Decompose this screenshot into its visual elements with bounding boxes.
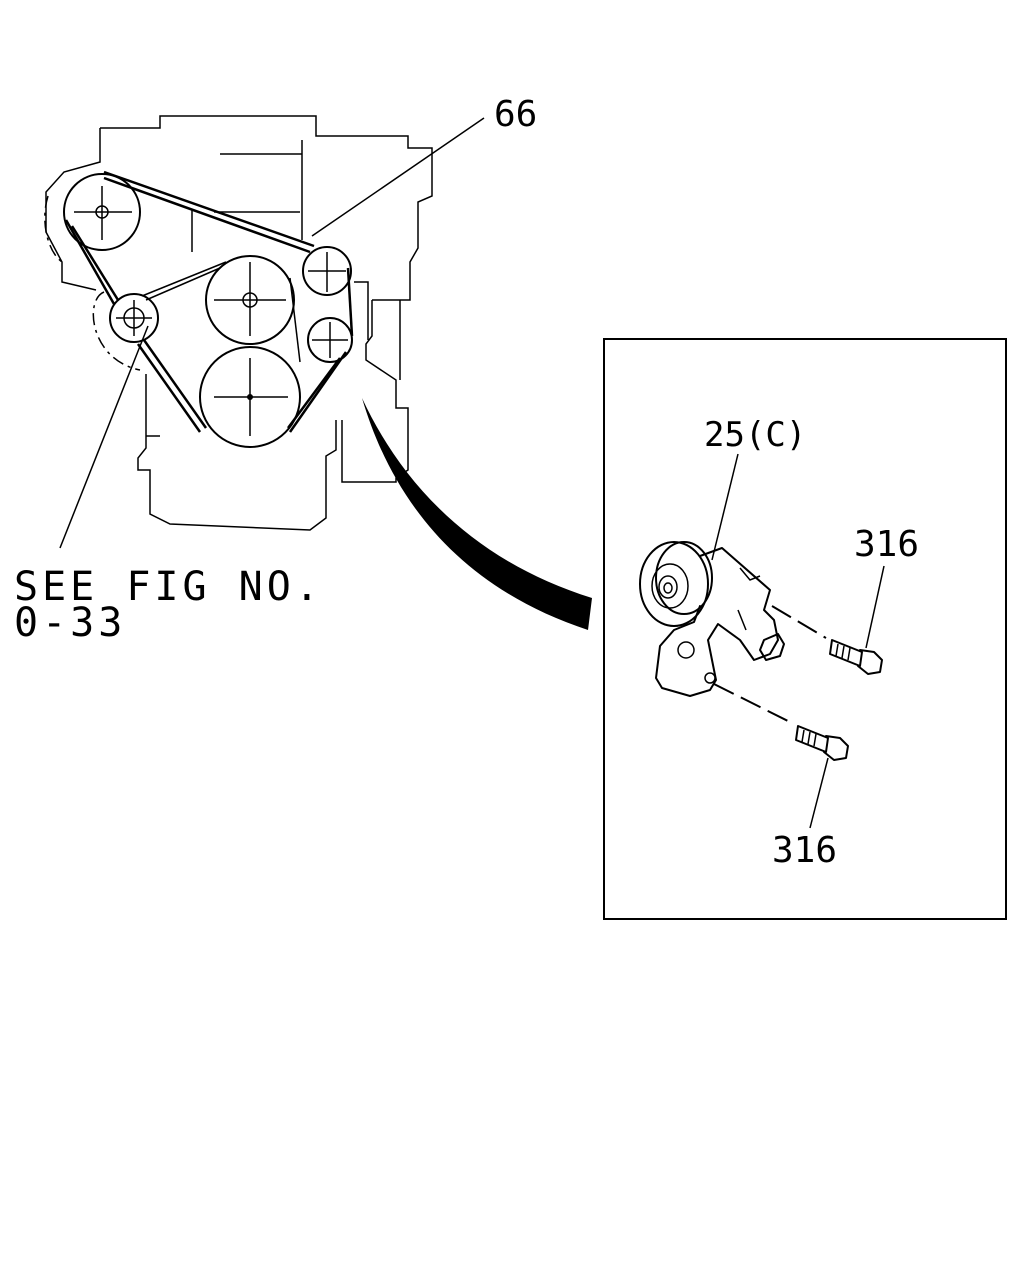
label-see-fig-line2: 0-33 <box>14 600 126 646</box>
pulley-center <box>205 255 295 345</box>
leader-see-fig <box>59 325 149 549</box>
label-bolt-lower: 316 <box>772 830 837 871</box>
pulley-lower-right <box>307 317 353 363</box>
leader-tensioner <box>711 453 739 561</box>
pulley-crank <box>199 346 301 448</box>
detail-frame <box>603 338 1007 920</box>
tensioner-assembly <box>639 541 785 697</box>
label-tensioner: 25(C) <box>704 415 806 455</box>
alignment-line-upper <box>771 605 827 639</box>
label-see-fig-line1: SEE FIG NO. <box>14 564 323 610</box>
pulley-top-left <box>63 173 141 251</box>
drive-belt <box>64 170 354 433</box>
bolt-upper <box>829 639 883 675</box>
pulley-upper-right <box>302 246 352 296</box>
label-bolt-upper: 316 <box>854 524 919 565</box>
alignment-line-lower <box>713 683 795 725</box>
bolt-lower <box>795 725 849 761</box>
leader-belt <box>311 117 485 237</box>
leader-bolt-lower <box>809 757 829 829</box>
engine-outline <box>44 115 433 531</box>
detail-pointer <box>362 398 592 630</box>
pulley-idler-left <box>109 293 159 343</box>
label-belt: 66 <box>494 94 537 135</box>
leader-bolt-upper <box>865 565 885 649</box>
